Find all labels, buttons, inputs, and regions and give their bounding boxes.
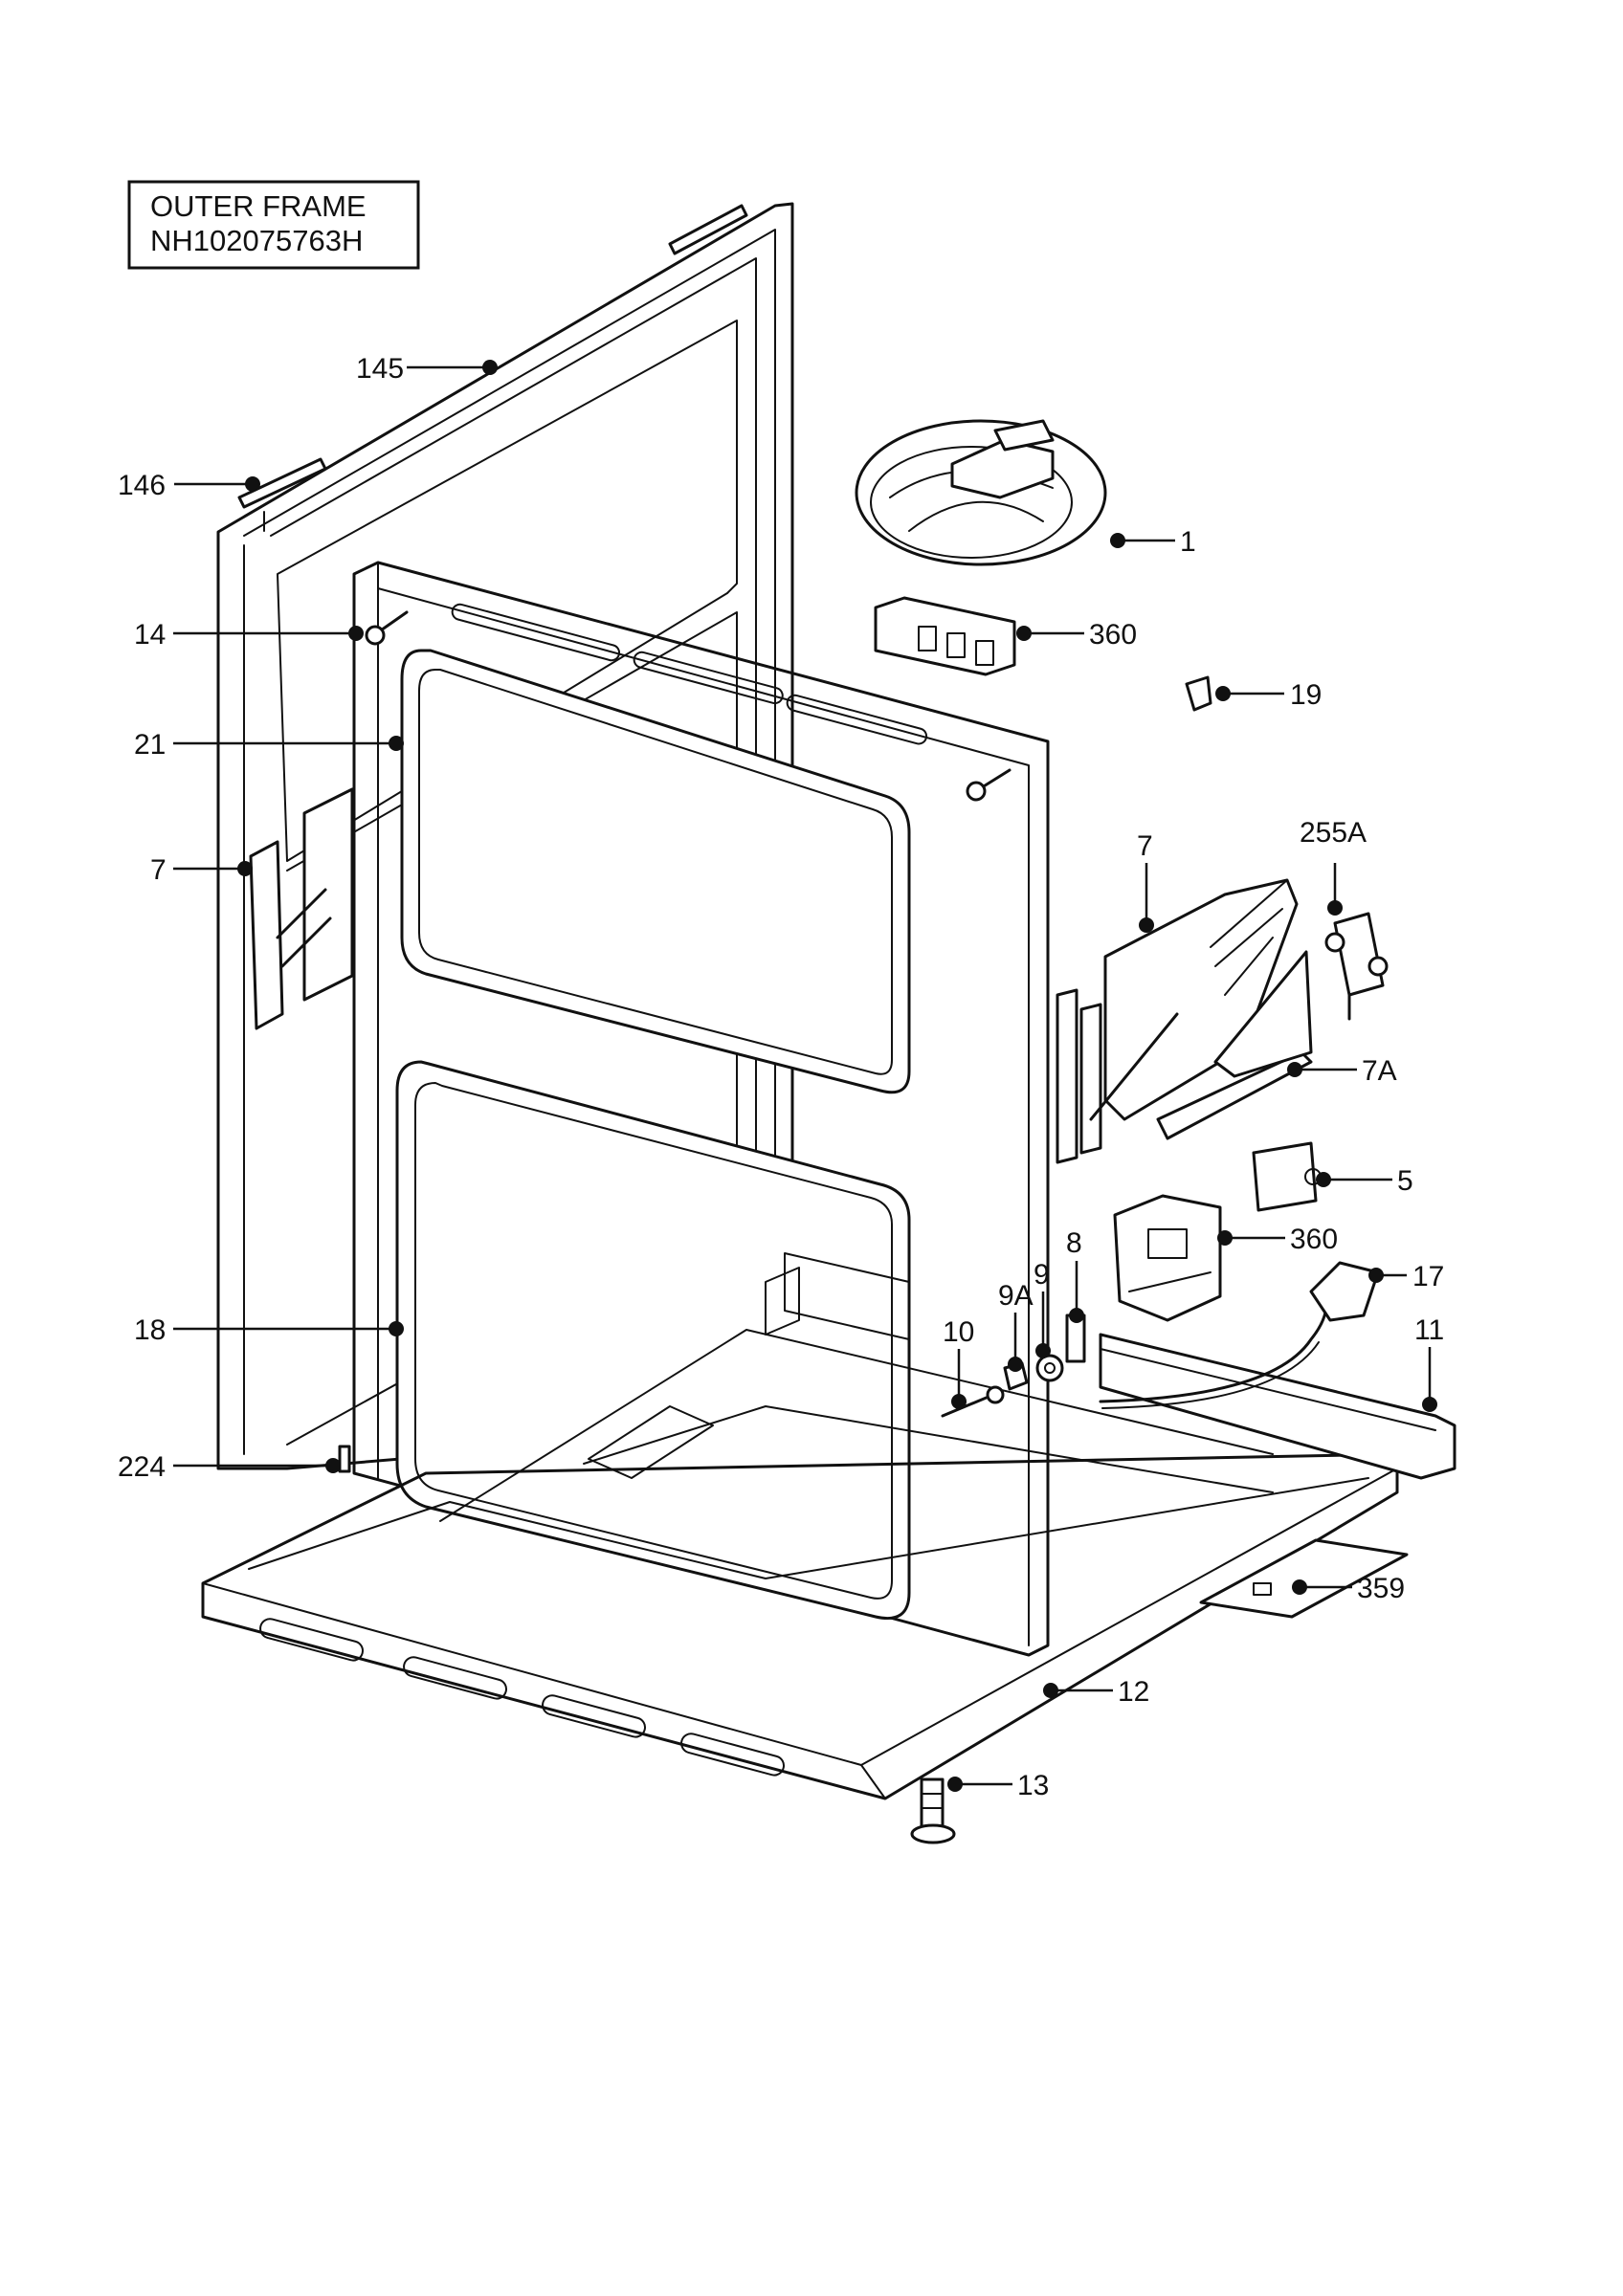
svg-text:146: 146 bbox=[118, 470, 166, 501]
callout-19: 19 bbox=[1215, 679, 1322, 711]
svg-text:1: 1 bbox=[1180, 526, 1196, 558]
svg-text:255A: 255A bbox=[1300, 817, 1367, 849]
callout-1: 1 bbox=[1110, 526, 1196, 558]
svg-text:360: 360 bbox=[1089, 619, 1137, 651]
callout-11: 11 bbox=[1414, 1314, 1444, 1412]
title-block: OUTER FRAME NH102075763H bbox=[127, 180, 420, 270]
part-9-washer bbox=[1035, 1354, 1064, 1382]
title-line-2: NH102075763H bbox=[150, 224, 363, 257]
mounting-bracket bbox=[1199, 1538, 1409, 1619]
rear-rail bbox=[1099, 1333, 1456, 1480]
callout-146: 146 bbox=[118, 470, 260, 501]
base-tray bbox=[201, 1329, 1399, 1800]
switch-part bbox=[1252, 1141, 1322, 1212]
callout-8: 8 bbox=[1066, 1227, 1084, 1323]
pin-part bbox=[338, 1445, 351, 1473]
callout-9: 9 bbox=[1034, 1259, 1051, 1358]
clip-part bbox=[1185, 675, 1212, 712]
callout-13: 13 bbox=[947, 1770, 1049, 1801]
cable-plug bbox=[1099, 1261, 1380, 1409]
svg-text:5: 5 bbox=[1397, 1165, 1413, 1197]
svg-text:359: 359 bbox=[1357, 1573, 1405, 1604]
svg-text:360: 360 bbox=[1290, 1224, 1338, 1255]
callout-360-mid: 360 bbox=[1217, 1224, 1338, 1255]
callout-360-top: 360 bbox=[1016, 619, 1137, 651]
svg-text:9: 9 bbox=[1034, 1259, 1050, 1291]
callout-9A: 9A bbox=[998, 1280, 1034, 1372]
callout-21: 21 bbox=[134, 729, 404, 761]
callout-224: 224 bbox=[118, 1451, 341, 1483]
svg-text:145: 145 bbox=[356, 353, 404, 385]
svg-text:7: 7 bbox=[150, 854, 167, 886]
cross-brace bbox=[765, 1252, 910, 1340]
inner-frame-panel bbox=[352, 561, 1050, 1657]
callout-18: 18 bbox=[134, 1314, 404, 1346]
callout-12: 12 bbox=[1043, 1676, 1149, 1708]
title-line-1: OUTER FRAME bbox=[150, 189, 367, 223]
screw-left bbox=[365, 610, 409, 646]
terminal-block-top bbox=[874, 596, 1016, 676]
svg-text:17: 17 bbox=[1412, 1261, 1444, 1292]
svg-text:11: 11 bbox=[1414, 1314, 1444, 1346]
callouts: 145 146 14 21 7 18 2 bbox=[118, 353, 1444, 1801]
callout-7-left: 7 bbox=[150, 854, 253, 886]
svg-text:18: 18 bbox=[134, 1314, 166, 1346]
svg-text:224: 224 bbox=[118, 1451, 166, 1483]
svg-text:7: 7 bbox=[1137, 830, 1153, 862]
valve-part bbox=[1324, 912, 1389, 1021]
adjustable-foot bbox=[910, 1777, 956, 1844]
control-module bbox=[1113, 1194, 1222, 1322]
svg-text:14: 14 bbox=[134, 619, 166, 651]
fan-assembly bbox=[855, 419, 1107, 566]
callout-7-right: 7 bbox=[1137, 830, 1154, 933]
screw-right bbox=[966, 768, 1012, 802]
left-hinge bbox=[249, 787, 354, 1030]
callout-17: 17 bbox=[1368, 1261, 1444, 1292]
svg-text:21: 21 bbox=[134, 729, 166, 761]
svg-text:13: 13 bbox=[1017, 1770, 1049, 1801]
svg-text:8: 8 bbox=[1066, 1227, 1082, 1259]
callout-359: 359 bbox=[1292, 1573, 1405, 1604]
callout-255A: 255A bbox=[1300, 817, 1367, 916]
callout-7A: 7A bbox=[1287, 1055, 1397, 1087]
right-hinge bbox=[1056, 878, 1299, 1164]
callout-5: 5 bbox=[1316, 1165, 1413, 1197]
callout-14: 14 bbox=[134, 619, 364, 651]
svg-text:19: 19 bbox=[1290, 679, 1322, 711]
callout-145: 145 bbox=[356, 353, 498, 385]
svg-text:12: 12 bbox=[1118, 1676, 1149, 1708]
small-parts bbox=[941, 1314, 1086, 1418]
svg-text:9A: 9A bbox=[998, 1280, 1034, 1312]
callout-10: 10 bbox=[943, 1316, 974, 1409]
svg-text:7A: 7A bbox=[1362, 1055, 1397, 1087]
hinge-support-plate bbox=[1156, 950, 1313, 1140]
svg-text:10: 10 bbox=[943, 1316, 974, 1348]
